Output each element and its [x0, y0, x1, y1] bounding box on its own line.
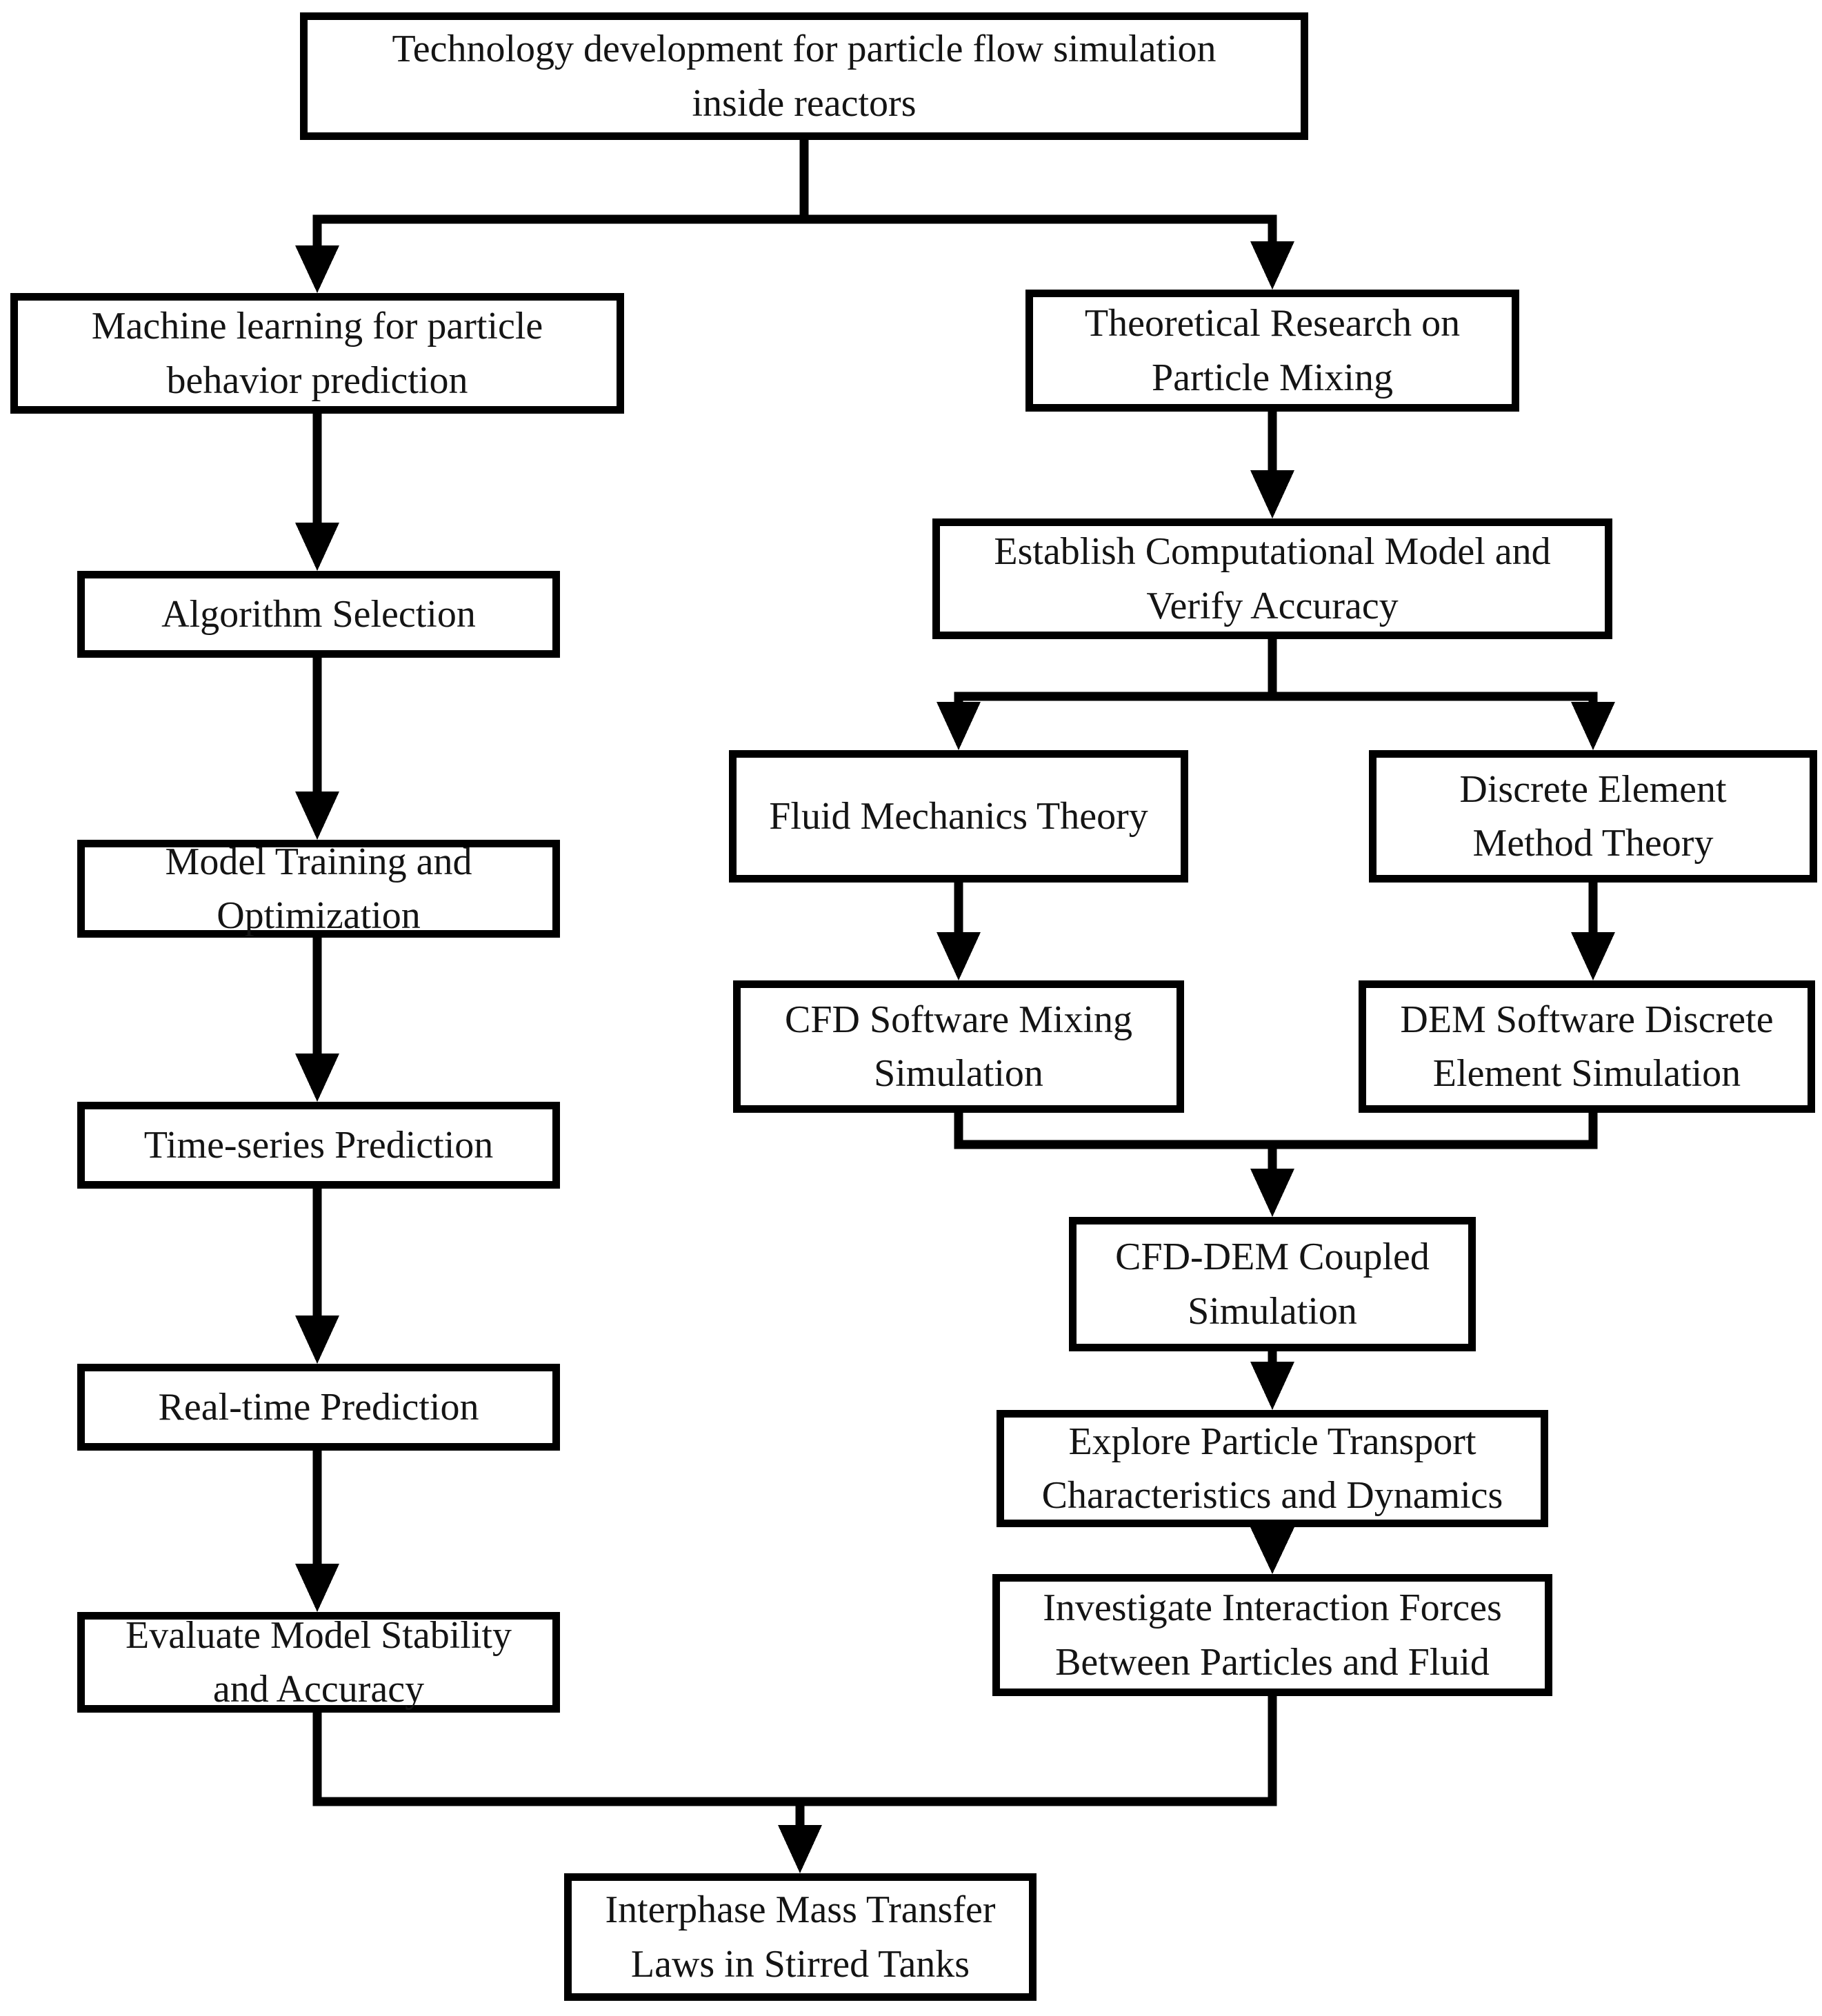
node-cfd-dem-coupled: CFD-DEM Coupled Simulation	[1069, 1217, 1476, 1351]
arrowhead-to-coupled	[1250, 1169, 1294, 1217]
node-explore-transport: Explore Particle Transport Characteristi…	[997, 1410, 1548, 1527]
node-evaluate-model: Evaluate Model Stability and Accuracy	[77, 1612, 560, 1713]
node-investigate-forces: Investigate Interaction Forces Between P…	[992, 1574, 1552, 1696]
edge-coupled-explore	[1250, 1347, 1294, 1410]
node-establish-model-label: Establish Computational Model and Verify…	[994, 530, 1551, 627]
arrowhead-to-realtime	[295, 1316, 339, 1364]
node-realtime-prediction: Real-time Prediction	[77, 1364, 560, 1451]
edge-establish-split	[937, 634, 1615, 750]
node-machine-learning: Machine learning for particle behavior p…	[10, 293, 624, 414]
node-explore-transport-label: Explore Particle Transport Characteristi…	[1041, 1420, 1503, 1517]
node-algorithm-selection-label: Algorithm Selection	[161, 592, 476, 636]
node-algorithm-selection: Algorithm Selection	[77, 571, 560, 658]
node-theoretical-research-label: Theoretical Research on Particle Mixing	[1084, 302, 1461, 399]
edge-theoretical-establish	[1250, 407, 1294, 518]
arrowhead-to-training	[295, 792, 339, 840]
node-interphase-mass-transfer-label: Interphase Mass Transfer Laws in Stirred…	[605, 1888, 996, 1986]
node-cfd-dem-coupled-label: CFD-DEM Coupled Simulation	[1115, 1236, 1430, 1333]
node-interphase-mass-transfer: Interphase Mass Transfer Laws in Stirred…	[564, 1873, 1037, 2001]
arrowhead-to-theoretical	[1250, 241, 1294, 290]
node-timeseries-prediction-label: Time-series Prediction	[143, 1123, 494, 1167]
arrowhead-to-dem-sim	[1571, 932, 1615, 980]
edge-demtheory-demsim	[1571, 878, 1615, 980]
node-fluid-mechanics: Fluid Mechanics Theory	[729, 750, 1188, 883]
arrowhead-to-cfd-sim	[937, 932, 981, 980]
node-fluid-mechanics-label: Fluid Mechanics Theory	[769, 794, 1148, 838]
arrowhead-to-algorithm	[295, 523, 339, 571]
edge-training-timeseries	[295, 933, 339, 1102]
node-cfd-simulation: CFD Software Mixing Simulation	[733, 980, 1184, 1113]
node-theoretical-research: Theoretical Research on Particle Mixing	[1025, 290, 1519, 412]
arrowhead-to-dem-theory	[1571, 702, 1615, 750]
arrowhead-to-evaluate	[295, 1564, 339, 1612]
arrowhead-to-explore	[1250, 1362, 1294, 1410]
edge-timeseries-realtime	[295, 1184, 339, 1364]
node-top: Technology development for particle flow…	[300, 12, 1308, 140]
node-dem-simulation-label: DEM Software Discrete Element Simulation	[1400, 998, 1774, 1095]
arrowhead-to-ml	[295, 245, 339, 293]
node-top-label: Technology development for particle flow…	[392, 28, 1217, 125]
arrowhead-to-interphase	[778, 1825, 822, 1873]
arrowhead-to-establish	[1250, 470, 1294, 518]
node-model-training: Model Training and Optimization	[77, 840, 560, 938]
arrowhead-to-timeseries	[295, 1054, 339, 1102]
node-machine-learning-label: Machine learning for particle behavior p…	[91, 305, 543, 402]
edge-algorithm-training	[295, 653, 339, 840]
node-model-training-label: Model Training and Optimization	[165, 840, 472, 937]
edge-explore-investigate	[1250, 1522, 1294, 1574]
edge-top-split	[295, 135, 1294, 293]
arrowhead-to-fluid	[937, 702, 981, 750]
node-cfd-simulation-label: CFD Software Mixing Simulation	[785, 998, 1132, 1095]
node-dem-theory-label: Discrete Element Method Theory	[1459, 767, 1727, 865]
node-timeseries-prediction: Time-series Prediction	[77, 1102, 560, 1189]
edge-ml-algorithm	[295, 407, 339, 571]
node-dem-simulation: DEM Software Discrete Element Simulation	[1359, 980, 1815, 1113]
edge-realtime-evaluate	[295, 1446, 339, 1612]
arrowhead-to-investigate	[1250, 1527, 1294, 1574]
node-investigate-forces-label: Investigate Interaction Forces Between P…	[1043, 1586, 1502, 1684]
node-evaluate-model-label: Evaluate Model Stability and Accuracy	[126, 1613, 512, 1711]
node-realtime-prediction-label: Real-time Prediction	[158, 1385, 479, 1429]
edge-fluid-cfdsim	[937, 878, 981, 980]
node-establish-model: Establish Computational Model and Verify…	[932, 518, 1612, 639]
edge-merge-coupled	[954, 1108, 1598, 1217]
node-dem-theory: Discrete Element Method Theory	[1369, 750, 1817, 883]
edge-merge-interphase	[312, 1691, 1277, 1873]
